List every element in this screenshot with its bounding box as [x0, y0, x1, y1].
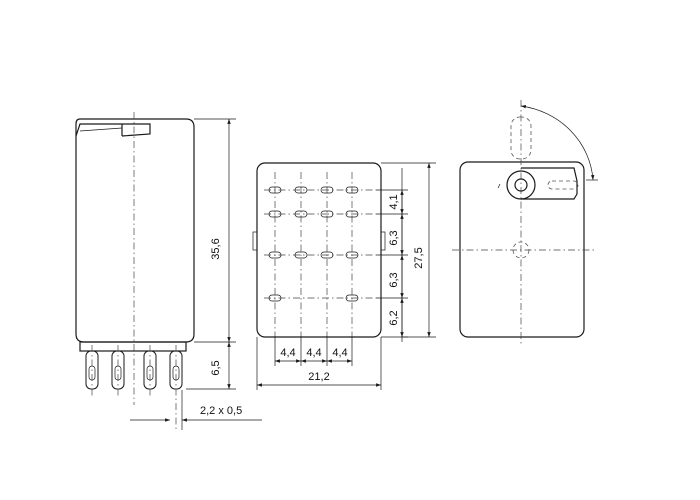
relay-body-outline: [75, 118, 195, 343]
side-view: 35,6 6,5 2,2 x 0,5: [75, 112, 262, 430]
row-dimension-1: 4,1: [388, 194, 400, 209]
bottom-view: 4,4 4,4 4,4 21,2 4,1 6,3 6,3 6,2 27,5: [252, 162, 436, 390]
test-button: [506, 116, 579, 200]
row-dimension-4: 6,2: [388, 310, 400, 325]
pin-base: [79, 341, 187, 352]
height-dimension: 35,6: [210, 238, 222, 259]
row-dimension-2: 6,3: [388, 230, 400, 245]
pitch-dimension-1: 4,4: [280, 347, 295, 359]
rotation-arc: [520, 104, 595, 181]
pitch-dimension-3: 4,4: [332, 347, 347, 359]
pin-holes: [268, 186, 359, 302]
pitch-dimension-2: 4,4: [306, 347, 321, 359]
test-lever: [75, 123, 151, 137]
top-outline: [459, 161, 585, 338]
row-dimension-3: 6,3: [388, 272, 400, 287]
pin-section-dimension: 2,2 x 0,5: [200, 405, 242, 417]
top-view: [452, 100, 598, 345]
base-outline: [256, 162, 382, 338]
depth-dimension: 27,5: [413, 247, 425, 268]
pin-length-dimension: 6,5: [210, 360, 222, 375]
width-dimension: 21,2: [308, 371, 329, 383]
